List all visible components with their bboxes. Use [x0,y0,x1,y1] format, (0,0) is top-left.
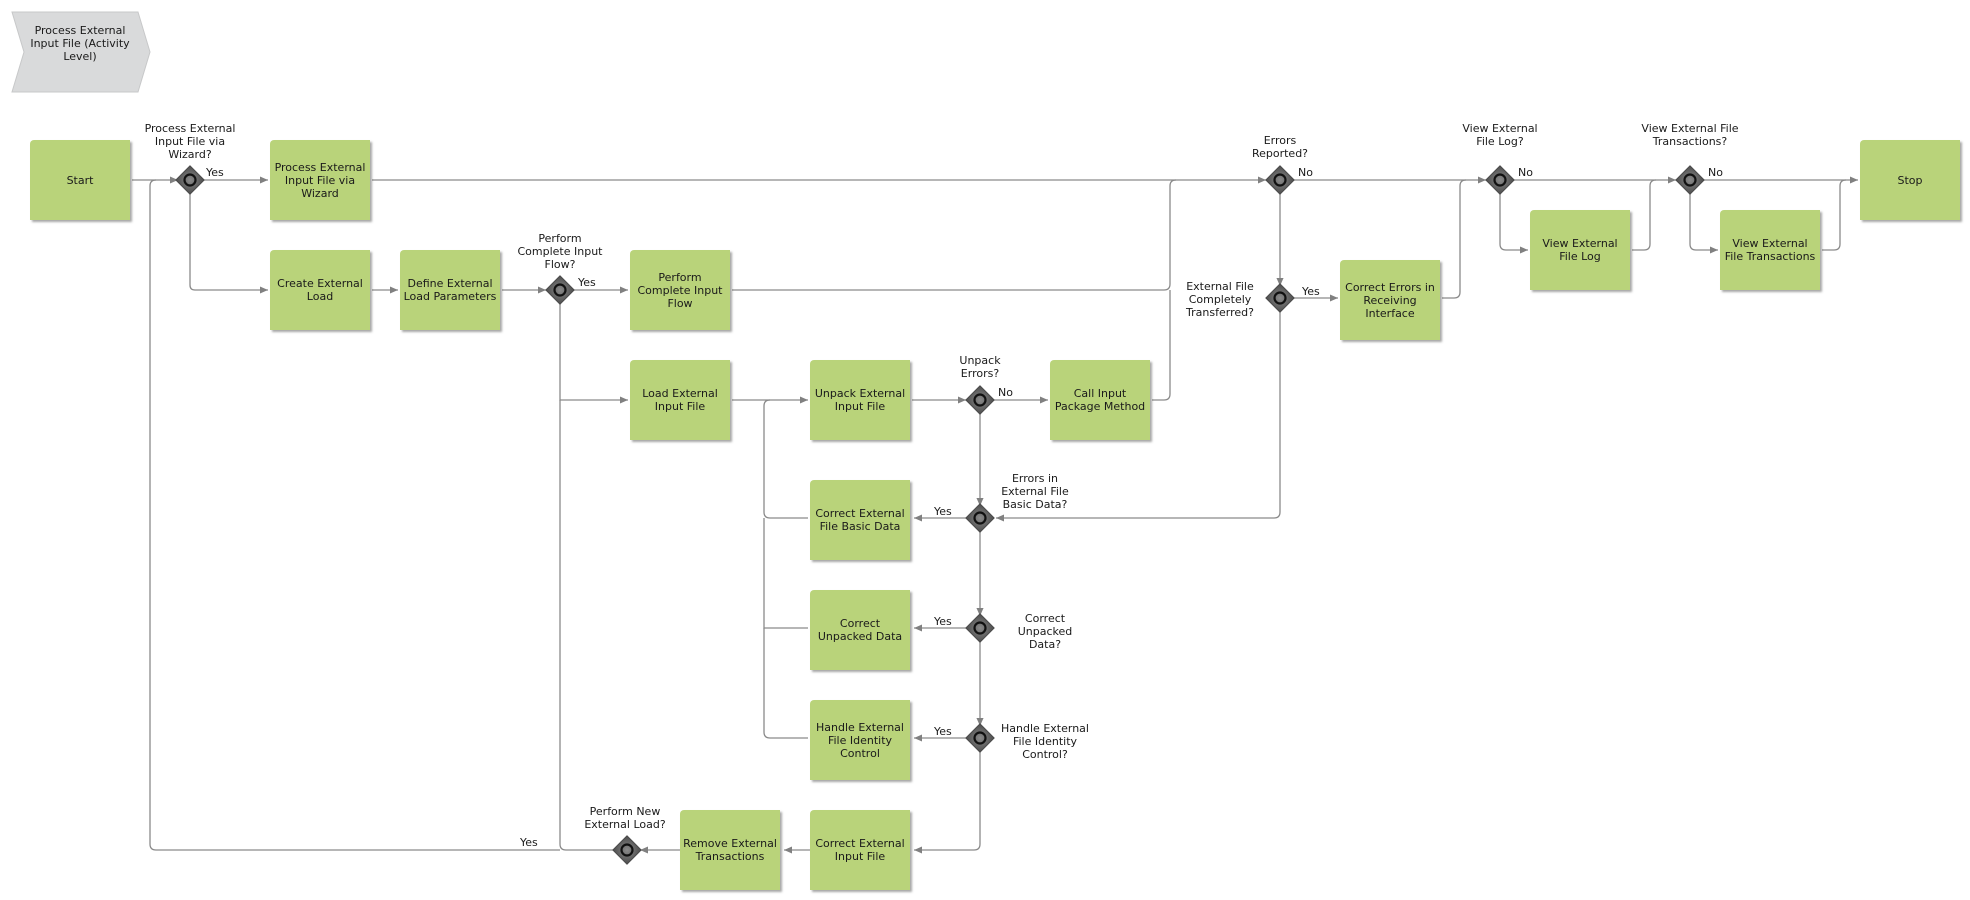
gateway-label-identity: Handle External File Identity Control? [1001,722,1089,761]
edge-label-yes: Yes [520,836,538,849]
edge-label-no: No [1298,166,1313,179]
activity-handle-identity[interactable]: Handle External File Identity Control [810,700,910,780]
gateway-label-view-log: View External File Log? [1462,122,1538,148]
gateway-wizard [175,165,205,195]
gateway-label-errors-reported: Errors Reported? [1251,134,1309,160]
gateway-identity [965,723,995,753]
edge-label-no: No [998,386,1013,399]
activity-load-file[interactable]: Load External Input File [630,360,730,440]
activity-define-params[interactable]: Define External Load Parameters [400,250,500,330]
edge-label-yes: Yes [1302,285,1320,298]
gateway-view-transactions [1675,165,1705,195]
edge-label-yes: Yes [934,505,952,518]
gateway-label-basic-data: Errors in External File Basic Data? [1001,472,1069,511]
activity-correct-errors[interactable]: Correct Errors in Receiving Interface [1340,260,1440,340]
gateway-flow [545,275,575,305]
activity-unpack-file[interactable]: Unpack External Input File [810,360,910,440]
gateway-label-flow: Perform Complete Input Flow? [517,232,603,271]
gateway-basic-data [965,503,995,533]
edge-label-yes: Yes [206,166,224,179]
activity-stop[interactable]: Stop [1860,140,1960,220]
gateway-label-view-transactions: View External File Transactions? [1641,122,1739,148]
activity-correct-basic[interactable]: Correct External File Basic Data [810,480,910,560]
gateway-label-transferred: External File Completely Transferred? [1186,280,1254,319]
activity-correct-unpacked[interactable]: Correct Unpacked Data [810,590,910,670]
edge-label-yes: Yes [934,615,952,628]
edge-label-yes: Yes [934,725,952,738]
gateway-view-log [1485,165,1515,195]
activity-perform-flow[interactable]: Perform Complete Input Flow [630,250,730,330]
gateways [175,165,1705,865]
gateway-label-new-load: Perform New External Load? [584,805,666,831]
gateway-errors-reported [1265,165,1295,195]
activity-remove-transactions[interactable]: Remove External Transactions [680,810,780,890]
diagram-title: Process External Input File (Activity Le… [30,24,130,63]
activity-view-log[interactable]: View External File Log [1530,210,1630,290]
gateway-unpack-errors [965,385,995,415]
activity-process-wizard[interactable]: Process External Input File via Wizard [270,140,370,220]
diagram-title-shape [11,11,151,93]
gateway-label-unpack-errors: Unpack Errors? [959,354,1001,380]
activity-correct-input[interactable]: Correct External Input File [810,810,910,890]
activity-view-transactions[interactable]: View External File Transactions [1720,210,1820,290]
activity-create-load[interactable]: Create External Load [270,250,370,330]
gateway-new-load [612,835,642,865]
activity-call-input[interactable]: Call Input Package Method [1050,360,1150,440]
gateway-label-correct-unpacked: Correct Unpacked Data? [1017,612,1073,651]
gateway-correct-unpacked [965,613,995,643]
gateway-transferred [1265,283,1295,313]
activity-start[interactable]: Start [30,140,130,220]
edge-label-no: No [1708,166,1723,179]
gateway-label-wizard: Process External Input File via Wizard? [144,122,236,161]
edge-label-no: No [1518,166,1533,179]
edge-label-yes: Yes [578,276,596,289]
connectors [132,176,1858,854]
